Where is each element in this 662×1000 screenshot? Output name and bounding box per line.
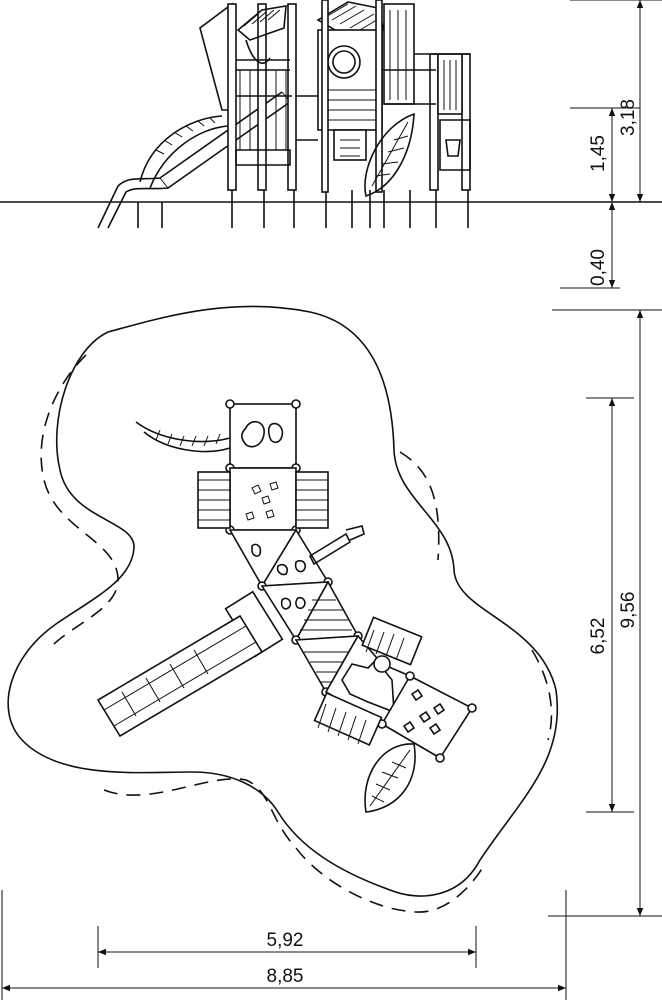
tower-left-elevation <box>199 2 297 191</box>
safety-area-outline <box>7 305 559 897</box>
elevation-dimensions: 1,45 3,18 0,40 <box>560 0 662 289</box>
middle-decks <box>224 580 363 697</box>
foundation-posts <box>137 190 469 228</box>
crossbars <box>296 69 436 141</box>
straight-slide-plan <box>96 614 264 738</box>
dim-label-total-height: 3,18 <box>618 99 639 136</box>
dim-label-foundation: 0,40 <box>588 249 609 286</box>
wave-slide-plan <box>135 421 231 453</box>
dim-label-inner-length: 6,52 <box>588 618 609 655</box>
plan-view <box>7 305 559 913</box>
leaf-climber-plan <box>364 743 416 813</box>
tower-plan-top <box>225 399 301 473</box>
dim-label-inner-width: 5,92 <box>267 930 304 951</box>
elevation-view <box>0 0 662 229</box>
leaf-climber-elevation <box>364 112 415 198</box>
tower-center-elevation <box>316 0 385 193</box>
plan-dimensions: 6,52 9,56 5,92 8,85 <box>1 309 662 1000</box>
side-decks-top <box>197 471 329 529</box>
dim-label-total-width: 8,85 <box>267 966 304 987</box>
side-deck-bottom <box>313 692 383 746</box>
curved-slide-elevation <box>139 115 229 189</box>
dim-label-total-length: 9,56 <box>618 592 639 629</box>
tower-right-elevation <box>383 3 471 191</box>
dim-label-platform-height: 1,45 <box>588 135 609 172</box>
triangle-decks <box>228 525 365 591</box>
tower-plan-second <box>225 467 301 535</box>
fall-zone-dashed-outline <box>40 354 553 913</box>
